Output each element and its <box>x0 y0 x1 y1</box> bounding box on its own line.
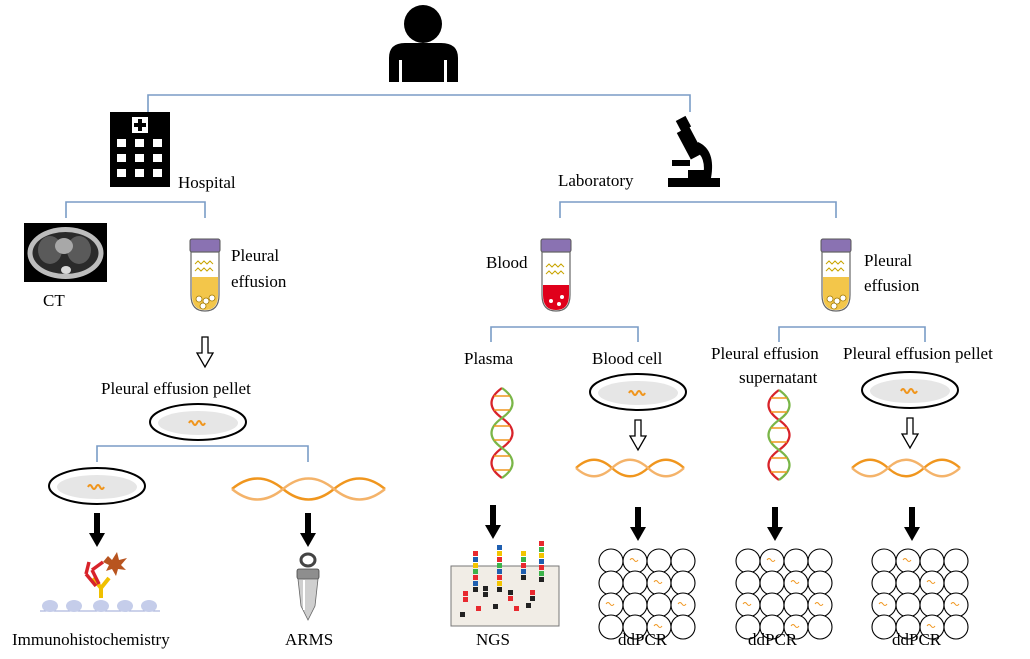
test-tube-icon-blood <box>540 238 572 312</box>
label-pe-supernatant-line2: supernatant <box>739 368 818 387</box>
label-arms: ARMS <box>285 630 333 649</box>
label-lab-pleural-line2: effusion <box>864 276 920 295</box>
label-pleural-effusion-pellet: Pleural effusion pellet <box>101 379 251 398</box>
connector-laboratory <box>559 201 837 218</box>
label-ngs: NGS <box>476 630 510 649</box>
droplet-grid-icon-3 <box>871 548 969 640</box>
droplet-grid-icon-2 <box>735 548 833 640</box>
arrow-to-ddpcr-1 <box>630 507 646 541</box>
arrow-lab-pellet-dna <box>901 417 919 449</box>
label-lab-pleural-line1: Pleural <box>864 251 912 270</box>
arrow-to-pellet <box>196 336 214 368</box>
petri-dish-icon <box>149 403 247 441</box>
connector-lab-effusion <box>778 326 926 342</box>
connector-pellet <box>96 445 309 462</box>
dna-helix-icon-blood-cell <box>574 458 686 478</box>
antibody-icon <box>40 552 160 612</box>
label-pleural-line2: effusion <box>231 272 287 291</box>
label-immunohistochemistry: Immunohistochemistry <box>12 630 170 649</box>
connector-blood <box>490 326 639 342</box>
ngs-sequencing-icon <box>450 541 560 627</box>
label-ddpcr-3: ddPCR <box>892 630 942 649</box>
microscope-icon <box>668 115 720 187</box>
arrow-to-ngs <box>485 505 501 539</box>
dna-helix-icon-plasma <box>490 386 514 480</box>
label-ddpcr-1: ddPCR <box>618 630 668 649</box>
petri-dish-icon-ihc <box>48 467 146 505</box>
label-blood-cell: Blood cell <box>592 349 663 368</box>
arrow-to-arms <box>300 513 316 547</box>
person-icon <box>389 5 458 82</box>
ct-scan-icon <box>24 223 107 282</box>
arrow-blood-cell-dna <box>629 419 647 451</box>
arms-probe-icon <box>296 552 320 621</box>
test-tube-icon <box>189 238 221 312</box>
label-lab-pe-pellet: Pleural effusion pellet <box>843 344 993 363</box>
dna-helix-icon-supernatant <box>767 388 791 482</box>
arrow-to-ddpcr-2 <box>767 507 783 541</box>
label-ct: CT <box>43 291 65 310</box>
arrow-to-ihc <box>89 513 105 547</box>
petri-dish-icon-lab-pellet <box>861 371 959 409</box>
connector-person <box>147 94 691 112</box>
arrow-to-ddpcr-3 <box>904 507 920 541</box>
label-laboratory: Laboratory <box>558 171 634 190</box>
dna-helix-icon-arms <box>230 477 387 501</box>
label-hospital: Hospital <box>178 173 236 192</box>
dna-helix-icon-lab-pellet <box>850 458 962 478</box>
label-plasma: Plasma <box>464 349 514 368</box>
label-blood: Blood <box>486 253 528 272</box>
label-pe-supernatant-line1: Pleural effusion <box>711 344 819 363</box>
connector-hospital <box>65 201 206 218</box>
label-pleural-line1: Pleural <box>231 246 279 265</box>
label-ddpcr-2: ddPCR <box>748 630 798 649</box>
droplet-grid-icon-1 <box>598 548 696 640</box>
test-tube-icon-lab-effusion <box>820 238 852 312</box>
hospital-building-icon <box>110 112 170 187</box>
petri-dish-icon-blood-cell <box>589 373 687 411</box>
